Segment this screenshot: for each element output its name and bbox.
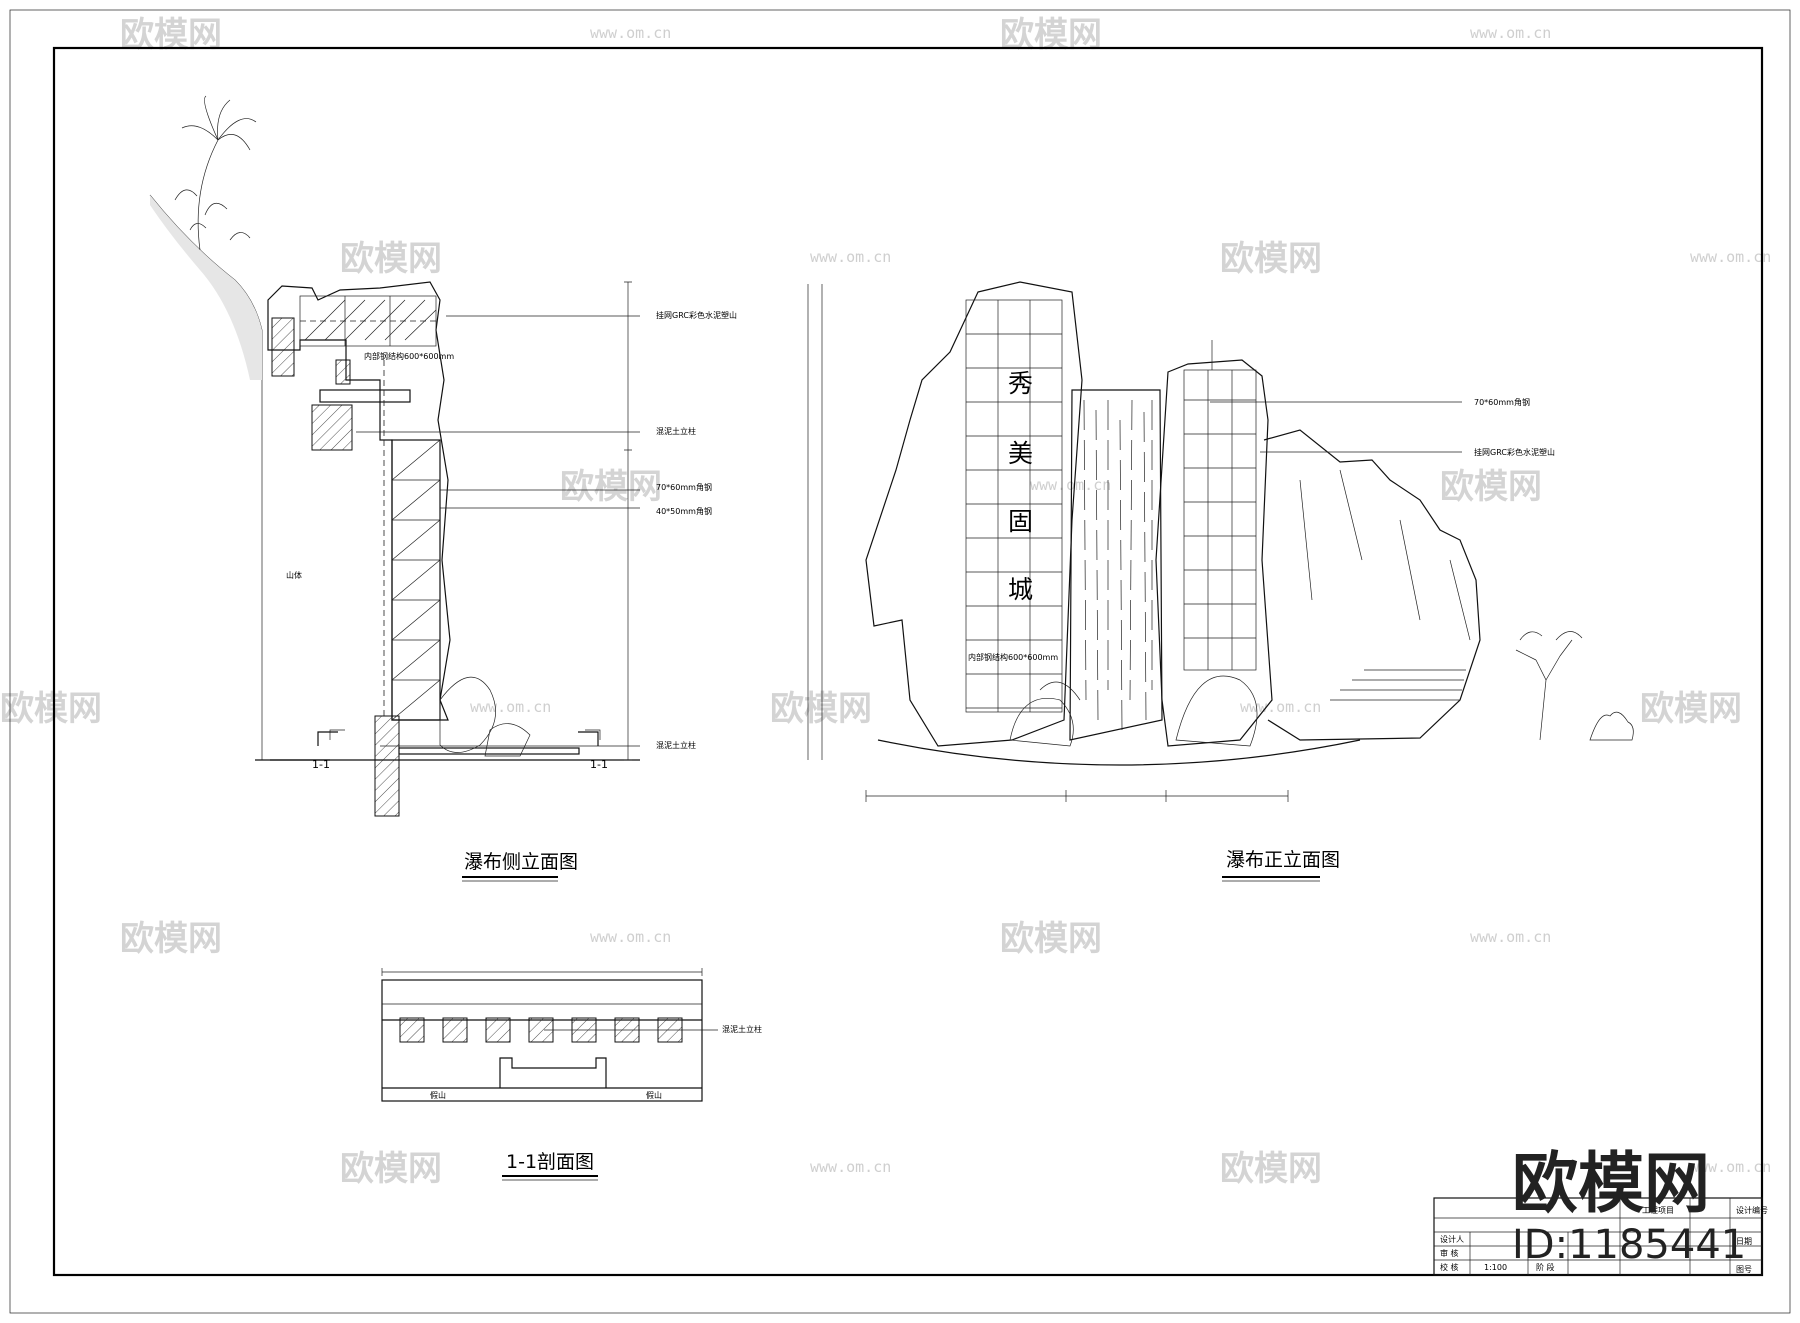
watermark-url: www.om.cn [1470, 24, 1551, 42]
tb-drawing: 图号 [1736, 1265, 1752, 1274]
steel-frame-side [391, 439, 441, 721]
watermark-url: www.om.cn [1690, 1158, 1771, 1176]
drawing-frame [52, 46, 1764, 1277]
section-label-left: 1-1 [312, 758, 330, 771]
front-char-4: 城 [1008, 575, 1033, 604]
section-mark-right [578, 731, 599, 746]
tb-reviewer: 审 核 [1440, 1248, 1459, 1258]
section-1-1: 混泥土立柱 假山 假山 1-1剖面图 [381, 968, 762, 1181]
watermark-brand: 欧模网 [120, 919, 222, 959]
right-steel-grid [1183, 369, 1257, 671]
note-grc-rockery: 挂网GRC彩色水泥塑山 [656, 310, 737, 320]
side-rockery-outline [267, 281, 451, 721]
steps [1330, 669, 1466, 701]
right-rockery [1263, 429, 1481, 741]
section-channel [499, 1057, 607, 1088]
watermark-brand: 欧模网 [560, 467, 662, 507]
watermark-url: www.om.cn [1030, 476, 1111, 494]
watermark-brand: 欧模网 [340, 239, 442, 279]
watermark-brand: 欧模网 [1000, 919, 1102, 959]
note-angle-steel-40: 40*50mm角钢 [656, 506, 712, 516]
front-elevation-title: 瀑布正立面图 [1226, 849, 1340, 871]
section-outline [381, 979, 703, 1102]
beam-upper [319, 389, 411, 403]
tb-drawing-no: 设计编号 [1736, 1205, 1768, 1215]
watermark-url: www.om.cn [810, 248, 891, 266]
watermark-url: www.om.cn [810, 1158, 891, 1176]
note-mountain: 山体 [286, 570, 302, 580]
note-inner-steel: 内部钢结构600*600mm [364, 351, 454, 361]
left-tall-rock [865, 281, 1083, 747]
tb-project: 工程项目 [1642, 1206, 1674, 1215]
waterfall [1069, 389, 1163, 741]
tb-scale: 1:100 [1484, 1263, 1507, 1272]
note-column-upper: 混泥土立柱 [656, 426, 696, 436]
note-angle-steel-70: 70*60mm角钢 [656, 482, 712, 492]
shrub [1589, 711, 1634, 741]
note-column-lower: 混泥土立柱 [656, 740, 696, 750]
watermark-id: ID:1185441 [1512, 1222, 1746, 1268]
section-label-left: 假山 [430, 1090, 446, 1100]
concrete-column-mid [311, 404, 353, 451]
tb-date: 日期 [1736, 1237, 1752, 1246]
title-block: 工程项目 设计人 审 核 校 核 1:100 阶 段 设计编号 日期 图号 [1433, 1197, 1768, 1276]
section-note-column: 混泥土立柱 [722, 1024, 762, 1034]
front-note-grc: 挂网GRC彩色水泥塑山 [1474, 447, 1555, 457]
front-char-2: 美 [1008, 439, 1033, 468]
front-note-angle-steel: 70*60mm角钢 [1474, 397, 1530, 407]
front-ground [877, 739, 1361, 766]
hillside-stipple [150, 195, 262, 380]
watermark-brand: 欧模网 [770, 689, 872, 729]
watermark-big-brand: 欧模网 [1512, 1145, 1710, 1222]
watermark-url: www.om.cn [1690, 248, 1771, 266]
watermark-url: www.om.cn [590, 928, 671, 946]
section-label-right: 1-1 [590, 758, 608, 771]
concrete-column-top [271, 317, 295, 377]
front-elevation: 秀 美 固 城 70*60mm角钢 挂网GRC彩色水泥塑山 内部钢结构600*6… [807, 281, 1634, 882]
section-label-right: 假山 [646, 1090, 662, 1100]
watermark-url: www.om.cn [590, 24, 671, 42]
front-note-inner-steel: 内部钢结构600*600mm [968, 652, 1058, 662]
watermark-brand: 欧模网 [340, 1149, 442, 1189]
watermark-brand: 欧模网 [1220, 239, 1322, 279]
hillside-line [149, 194, 263, 760]
tb-stage: 阶 段 [1536, 1262, 1555, 1272]
watermark-url: www.om.cn [1240, 698, 1321, 716]
palm-tree [174, 95, 257, 251]
concrete-column-base [374, 715, 400, 817]
watermark-url: www.om.cn [470, 698, 551, 716]
watermark-url: www.om.cn [1470, 928, 1551, 946]
tb-checker: 校 核 [1440, 1262, 1459, 1272]
watermark-brand: 欧模网 [1220, 1149, 1322, 1189]
watermark-brand: 欧模网 [1440, 467, 1542, 507]
watermark-brand: 欧模网 [0, 689, 102, 729]
front-tree [1515, 631, 1583, 741]
right-tall-rock [1155, 359, 1273, 747]
front-char-1: 秀 [1008, 369, 1033, 398]
section-mark-left [317, 731, 338, 746]
pool-slab [398, 747, 580, 755]
side-elevation-title: 瀑布侧立面图 [464, 851, 578, 873]
front-char-3: 固 [1008, 507, 1033, 536]
section-title: 1-1剖面图 [506, 1151, 594, 1173]
watermark-layer: 欧模网 www.om.cn 欧模网 www.om.cn 欧模网 www.om.cn 欧模网 w… [0, 15, 1771, 1189]
outer-border [9, 9, 1791, 1314]
tb-designer: 设计人 [1440, 1234, 1464, 1244]
left-steel-grid [965, 299, 1063, 713]
side-elevation: 挂网GRC彩色水泥塑山 内部钢结构600*600mm 混泥土立柱 70*60mm… [149, 95, 737, 882]
watermark-brand: 欧模网 [1640, 689, 1742, 729]
